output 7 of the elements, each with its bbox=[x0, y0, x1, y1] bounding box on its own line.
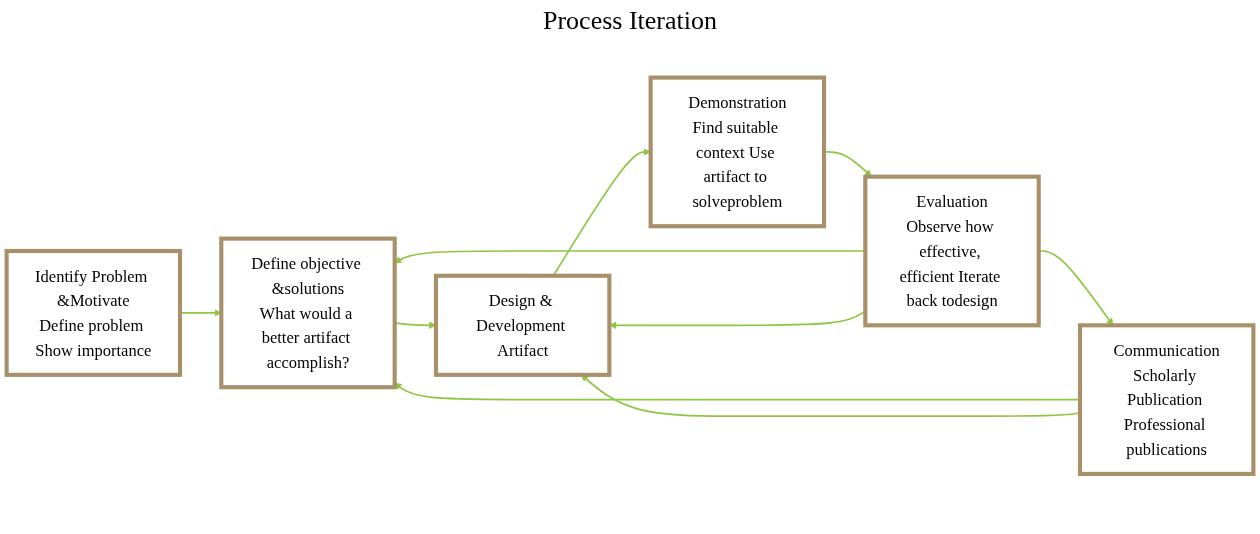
node-box: Define objective &solutions What would a better artifact accomplish? bbox=[219, 236, 397, 390]
node-box: Demonstration Find suitable context Use artifact to solveproblem bbox=[648, 75, 827, 229]
node-box: Identify Problem &Motivate Define problem Show importance bbox=[4, 249, 183, 378]
node-box: Design & Development Artifact bbox=[433, 273, 612, 378]
node-box: Communication Scholarly Publication Professional publications bbox=[1077, 323, 1256, 477]
node-box: Evaluation Observe how effective, efficient Iterate back todesign bbox=[863, 174, 1041, 328]
diagram-label: Process Iteration bbox=[543, 6, 717, 35]
